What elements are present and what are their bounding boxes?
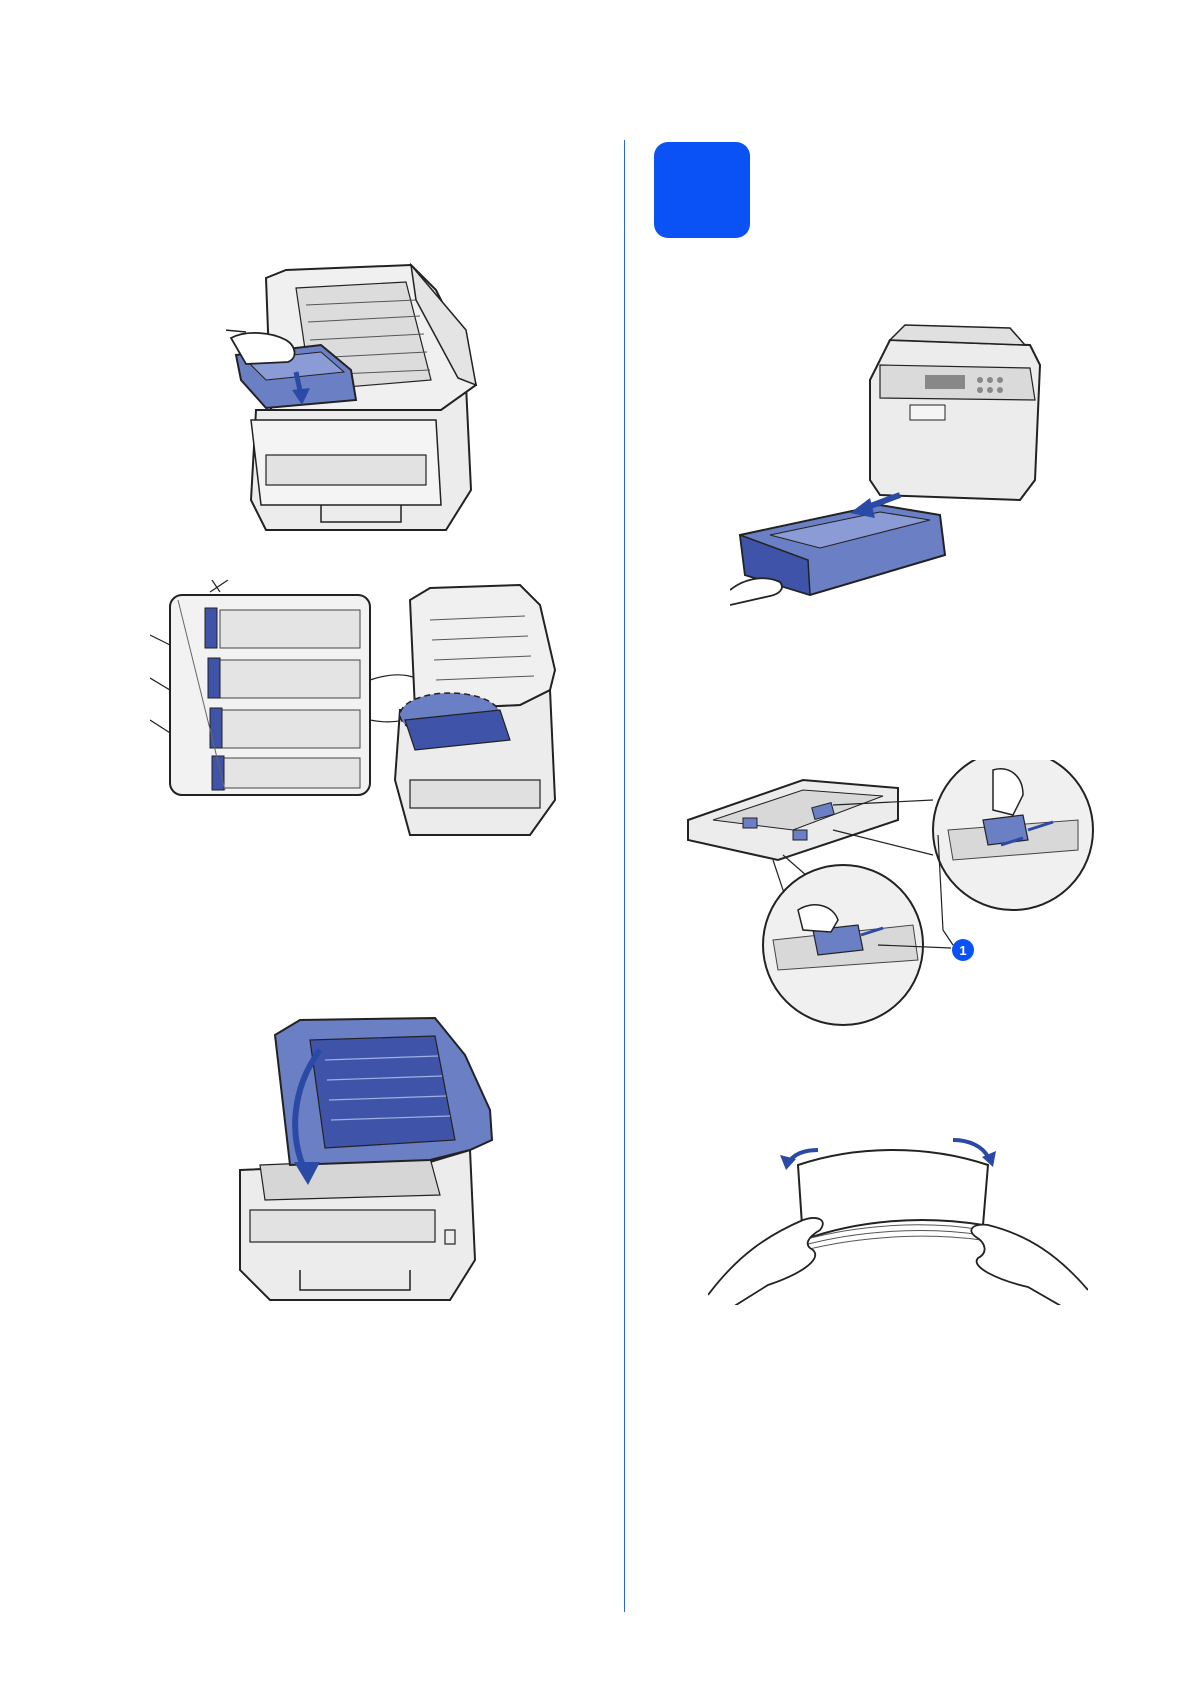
figure-close-top-cover xyxy=(230,1000,530,1310)
close-cover-illustration xyxy=(230,1000,530,1310)
figure-fan-paper-stack xyxy=(708,1125,1088,1305)
fan-paper-illustration xyxy=(708,1125,1088,1305)
figure-drum-lock-levers xyxy=(150,580,600,880)
paper-guides-illustration: 1 xyxy=(683,760,1103,1030)
drum-lock-levers-illustration xyxy=(150,580,600,880)
column-divider xyxy=(624,140,625,1612)
printer-drum-insert-illustration xyxy=(226,260,526,540)
step-number-badge xyxy=(654,142,750,238)
callout-number: 1 xyxy=(959,943,966,958)
pull-tray-illustration xyxy=(730,320,1050,620)
figure-insert-drum-unit xyxy=(226,260,526,540)
figure-pull-out-paper-tray xyxy=(730,320,1050,620)
figure-adjust-paper-guides: 1 xyxy=(683,760,1103,1030)
